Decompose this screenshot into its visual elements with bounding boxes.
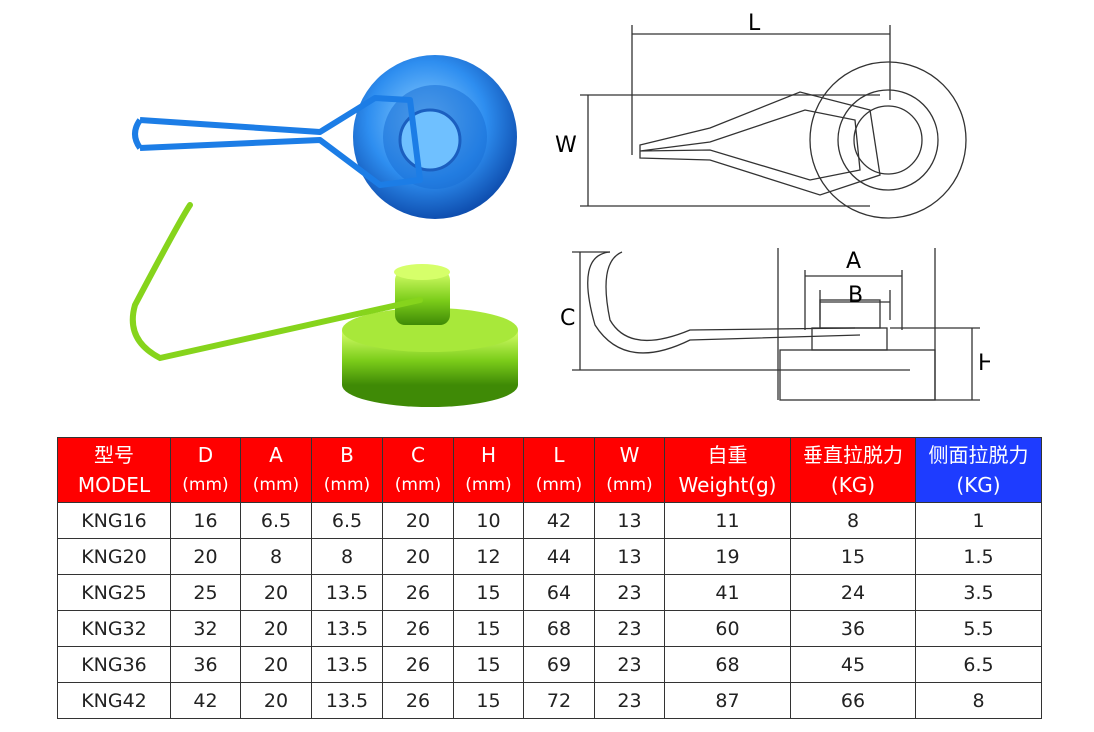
table-cell: 8: [915, 682, 1042, 719]
table-cell: 20: [170, 538, 241, 575]
table-cell: 36: [790, 610, 916, 647]
table-cell: 12: [453, 538, 524, 575]
technical-drawings: L W A B C H: [555, 11, 990, 401]
table-cell: 15: [453, 682, 524, 719]
table-cell: KNG25: [57, 574, 171, 611]
table-cell: 66: [790, 682, 916, 719]
table-cell: 20: [240, 682, 312, 719]
table-cell: 23: [594, 646, 665, 683]
table-cell: 64: [523, 574, 595, 611]
table-cell: 6.5: [311, 502, 383, 539]
table-cell: 3.5: [915, 574, 1042, 611]
table-cell: KNG20: [57, 538, 171, 575]
table-cell: 20: [240, 646, 312, 683]
table-cell: 13.5: [311, 646, 383, 683]
table-cell: 1.5: [915, 538, 1042, 575]
header-l: L(mm): [523, 437, 595, 503]
dim-label-b: B: [848, 283, 863, 308]
dim-label-w: W: [555, 133, 577, 158]
dim-label-l: L: [748, 11, 761, 36]
header-a: A(mm): [240, 437, 312, 503]
dim-label-a: A: [846, 249, 861, 274]
table-cell: 8: [790, 502, 916, 539]
table-cell: 6.5: [915, 646, 1042, 683]
table-cell: 13: [594, 538, 665, 575]
table-cell: 13: [594, 502, 665, 539]
table-cell: 20: [382, 538, 454, 575]
table-cell: 26: [382, 610, 454, 647]
table-cell: 23: [594, 682, 665, 719]
header-h: H(mm): [453, 437, 524, 503]
table-cell: 8: [240, 538, 312, 575]
table-cell: 20: [240, 574, 312, 611]
table-cell: 23: [594, 574, 665, 611]
table-cell: 68: [664, 646, 791, 683]
table-cell: 6.5: [240, 502, 312, 539]
table-cell: 42: [523, 502, 595, 539]
header-side-pull: 侧面拉脱力(KG): [915, 437, 1042, 503]
green-magnet-hook: [129, 202, 518, 407]
table-cell: 1: [915, 502, 1042, 539]
header-b: B(mm): [311, 437, 383, 503]
table-cell: 69: [523, 646, 595, 683]
header-d: D(mm): [170, 437, 241, 503]
table-cell: KNG16: [57, 502, 171, 539]
table-cell: 13.5: [311, 610, 383, 647]
table-cell: 13.5: [311, 574, 383, 611]
table-cell: 20: [382, 502, 454, 539]
table-cell: 13.5: [311, 682, 383, 719]
table-cell: 42: [170, 682, 241, 719]
dim-label-c: C: [560, 306, 575, 331]
table-cell: 87: [664, 682, 791, 719]
table-cell: KNG36: [57, 646, 171, 683]
table-cell: 11: [664, 502, 791, 539]
table-cell: 15: [453, 646, 524, 683]
table-cell: 36: [170, 646, 241, 683]
table-cell: 16: [170, 502, 241, 539]
table-cell: 44: [523, 538, 595, 575]
table-cell: 45: [790, 646, 916, 683]
table-cell: 72: [523, 682, 595, 719]
table-cell: 10: [453, 502, 524, 539]
header-vertical-pull: 垂直拉脱力(KG): [790, 437, 916, 503]
table-cell: 23: [594, 610, 665, 647]
table-cell: 25: [170, 574, 241, 611]
table-cell: 8: [311, 538, 383, 575]
table-cell: 5.5: [915, 610, 1042, 647]
table-cell: 20: [240, 610, 312, 647]
table-cell: 60: [664, 610, 791, 647]
blue-magnet-hook: [132, 55, 517, 219]
table-cell: KNG32: [57, 610, 171, 647]
product-photos: [129, 55, 518, 407]
table-cell: 26: [382, 682, 454, 719]
table-cell: 15: [453, 610, 524, 647]
table-cell: 68: [523, 610, 595, 647]
header-c: C(mm): [382, 437, 454, 503]
dim-label-h: H: [978, 351, 990, 376]
table-cell: 15: [790, 538, 916, 575]
header-w: W(mm): [594, 437, 665, 503]
table-cell: 26: [382, 574, 454, 611]
table-cell: 19: [664, 538, 791, 575]
table-cell: 26: [382, 646, 454, 683]
table-cell: 15: [453, 574, 524, 611]
table-cell: KNG42: [57, 682, 171, 719]
table-cell: 32: [170, 610, 241, 647]
table-cell: 41: [664, 574, 791, 611]
table-cell: 24: [790, 574, 916, 611]
